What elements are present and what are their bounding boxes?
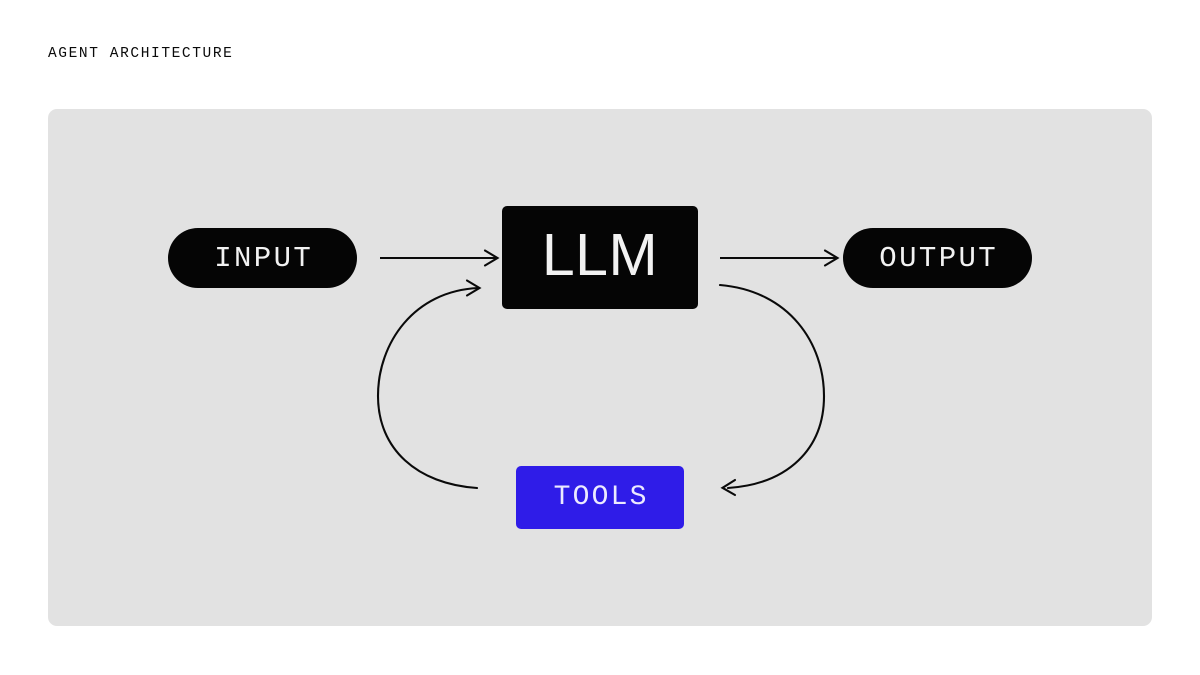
arrowhead-icon <box>823 249 840 267</box>
edge-llm-to-tools <box>718 283 826 497</box>
page-title: AGENT ARCHITECTURE <box>48 46 234 62</box>
arrowhead-icon <box>465 279 482 297</box>
edge-tools-to-llm <box>376 279 482 490</box>
node-input-label: INPUT <box>214 241 314 275</box>
node-tools-label: TOOLS <box>553 482 649 513</box>
node-input[interactable]: INPUT <box>168 228 357 288</box>
arrowhead-icon <box>720 478 737 497</box>
edge-curve <box>376 286 480 490</box>
diagram-canvas: INPUT LLM OUTPUT TOOLS <box>48 109 1152 626</box>
node-output[interactable]: OUTPUT <box>843 228 1032 288</box>
edge-curve <box>718 283 826 490</box>
node-output-label: OUTPUT <box>879 241 999 275</box>
node-llm[interactable]: LLM <box>502 206 698 309</box>
arrowhead-icon <box>483 249 500 267</box>
edge-llm-to-output <box>720 249 840 267</box>
edge-input-to-llm <box>380 249 500 267</box>
connector-layer <box>376 249 840 497</box>
node-llm-label: LLM <box>541 222 659 288</box>
node-tools[interactable]: TOOLS <box>516 466 684 529</box>
